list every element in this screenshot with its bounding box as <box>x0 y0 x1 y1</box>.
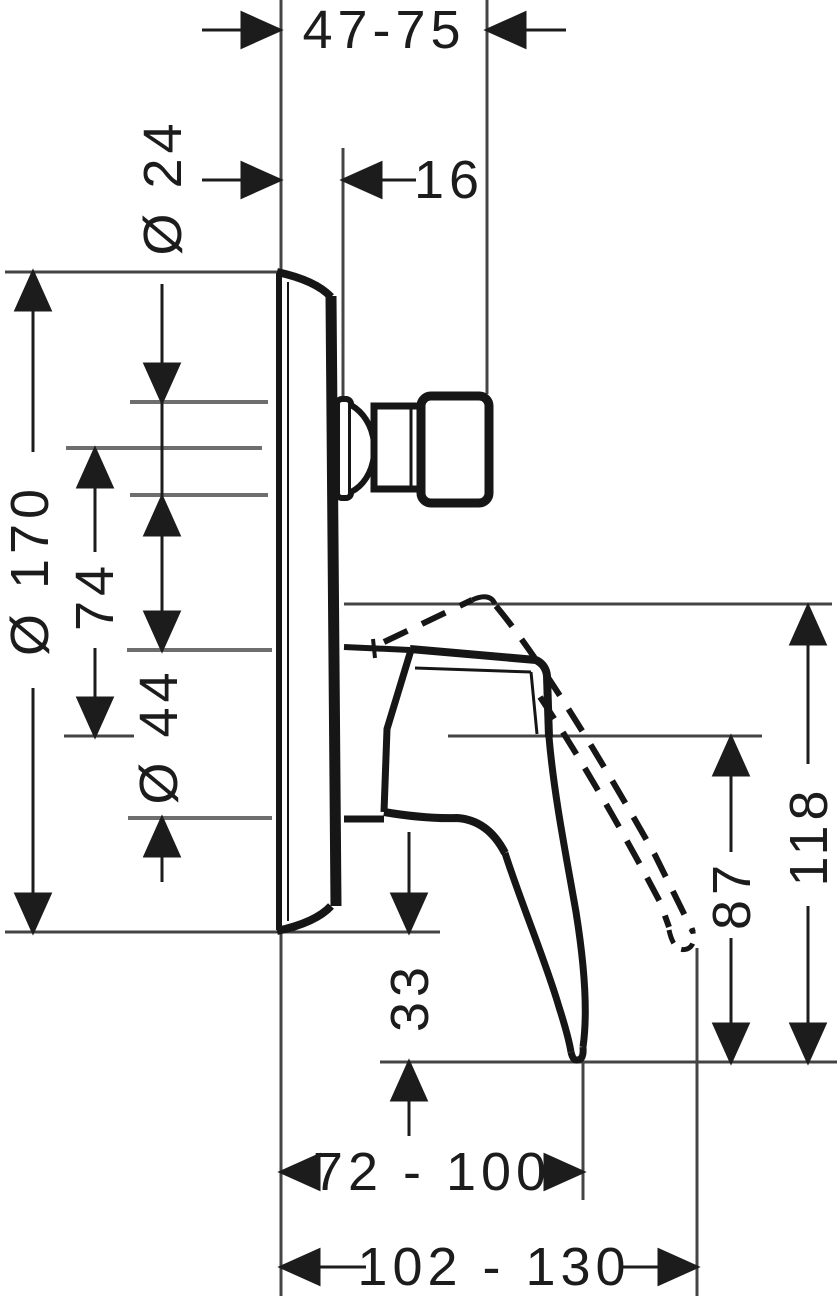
dim-72-100-label: 72 - 100 <box>313 1142 551 1202</box>
dashed-lever-back-edge <box>382 597 474 645</box>
collar-notch <box>371 638 377 659</box>
lever-handle-dashed <box>382 594 697 953</box>
collar-top-edge <box>343 644 411 653</box>
handle-body-top <box>409 645 537 664</box>
dim-87-label: 87 <box>702 860 762 930</box>
dim-170-bottom-arrow <box>13 892 53 936</box>
dim-87-bottom-arrow <box>711 1022 751 1066</box>
dim-44-label: Ø 44 <box>129 667 189 804</box>
dim-44-top-arrow <box>142 610 182 654</box>
stop-valve-stem <box>334 391 494 508</box>
plate-bottom-curve <box>276 903 334 935</box>
dim-74-label: 74 <box>65 561 125 631</box>
dim-depth-left-arrow <box>240 10 284 50</box>
handle-body-right-inner <box>529 671 539 735</box>
dim-16-left-arrow <box>240 160 284 200</box>
handle-underside <box>383 808 509 855</box>
handle-body-top-inner <box>414 666 532 674</box>
dim-24-bottom-arrow <box>142 493 182 537</box>
dim-depth-label: 47-75 <box>302 0 465 60</box>
plate-top-curve <box>276 268 334 300</box>
dim-24-top-arrow <box>142 362 182 406</box>
dim-118-label: 118 <box>779 785 837 886</box>
dim-24-label: Ø 24 <box>133 118 193 255</box>
extension-lines <box>5 0 837 1296</box>
stem-base-ring <box>334 396 354 501</box>
dim-72-100-left-arrow <box>277 1152 321 1192</box>
dim-33-label: 33 <box>380 962 440 1032</box>
dim-118-bottom-arrow <box>788 1022 828 1066</box>
dim-102-130-right-arrow <box>657 1247 701 1287</box>
stem-knob <box>416 391 494 508</box>
dimension-graphics <box>13 10 828 1287</box>
dim-170-label: Ø 170 <box>0 484 60 656</box>
dashed-lever-hook <box>470 594 498 606</box>
dashed-lever-inner-edge <box>537 695 672 929</box>
escutcheon-plate <box>276 268 342 935</box>
lever-tip <box>567 1046 587 1064</box>
stem-cylinder <box>370 402 425 493</box>
plate-front-face <box>325 295 342 907</box>
dim-16-label: 16 <box>414 150 484 210</box>
dashed-lever-tip <box>666 927 697 953</box>
dim-72-100-right-arrow <box>543 1152 587 1192</box>
dashed-lever-front-edge <box>493 604 696 934</box>
lever-outer-edge <box>545 736 589 1048</box>
lever-inner-edge <box>501 851 575 1053</box>
lever-handle <box>343 638 589 1064</box>
dim-74-bottom-arrow <box>75 696 115 740</box>
reference-lines <box>66 400 272 820</box>
dim-33-top-arrow <box>389 892 429 936</box>
dim-102-130-label: 102 - 130 <box>357 1237 630 1296</box>
handle-body-left <box>380 648 415 813</box>
